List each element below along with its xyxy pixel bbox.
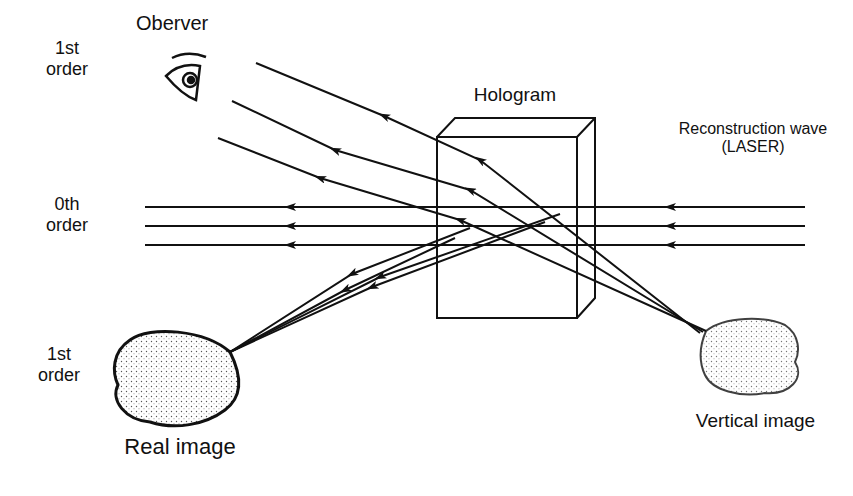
virtual-image-node: Vertical image (668, 410, 843, 432)
virtual-image-blob (701, 319, 799, 395)
order-label: 1st order (38, 38, 96, 79)
node-text: Real image (95, 434, 265, 459)
order-label: 0th order (38, 194, 96, 235)
virtual-image-rays (218, 63, 706, 333)
real-image-blob (114, 331, 238, 425)
real-image-rays (230, 214, 560, 352)
order-label: 1st order (30, 344, 88, 385)
node-text: Hologram (440, 84, 590, 106)
observer-eye (166, 54, 206, 100)
real-image-node: Real image (95, 434, 265, 459)
wave-label: Reconstruction wave (LASER) (668, 120, 838, 157)
node-text: Vertical image (668, 410, 843, 432)
hologram-node: Hologram (440, 84, 590, 106)
observer-label: Oberver (136, 12, 246, 35)
